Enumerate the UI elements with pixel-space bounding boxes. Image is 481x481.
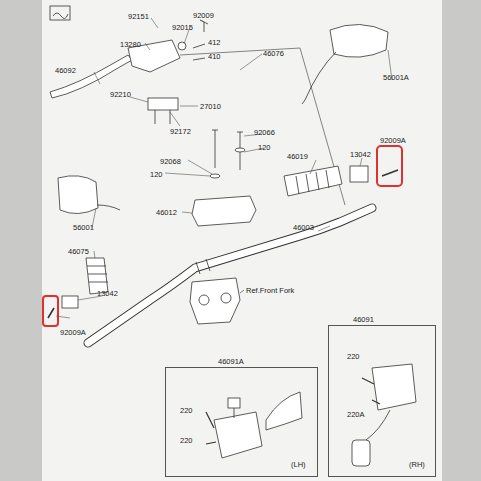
bar-end-weight: [350, 166, 368, 182]
clutch-lever: [50, 55, 132, 98]
fork-leader: [240, 290, 244, 293]
right-mirror-stem: [302, 52, 336, 104]
bar-knurl: [196, 259, 210, 274]
left-mirror-stem: [97, 205, 120, 210]
washer: [235, 148, 245, 152]
figure-icon: [50, 6, 70, 20]
bar-end-weight: [62, 296, 78, 308]
inset-panel: 46091A220220(LH): [165, 367, 318, 477]
assembly-leader: [180, 48, 345, 205]
bar-end-screw: [382, 170, 398, 176]
holder-clamp: [148, 98, 178, 110]
part-number: 56001: [73, 223, 94, 232]
part-number: 120: [258, 143, 271, 152]
assembly-number: 46091A: [216, 357, 246, 366]
part-number: 92009: [193, 11, 214, 20]
switch-lead: [234, 408, 235, 418]
grip-ribs: [296, 170, 329, 194]
part-number: 410: [208, 52, 221, 61]
part-number: 56001A: [383, 73, 409, 82]
washer: [210, 174, 220, 178]
part-number: 46075: [68, 247, 89, 256]
holder-plug: [178, 42, 186, 50]
switch-screw: [362, 378, 380, 404]
inset-panel: 46091220220A(RH): [328, 325, 436, 477]
part-number: 46003: [293, 223, 314, 232]
part-number: 92068: [160, 157, 181, 166]
right-mirror: [330, 24, 388, 57]
part-number: (LH): [291, 460, 306, 469]
holder-bolt: [193, 44, 205, 60]
reference-note: Ref.Front Fork: [246, 286, 294, 295]
left-grip: [86, 258, 108, 294]
paper-sheet: [42, 0, 442, 481]
part-number: 92009A: [380, 136, 406, 145]
switch-cable: [366, 410, 390, 440]
handlebar: [88, 208, 372, 343]
left-switch-housing: [214, 412, 262, 458]
part-number: 46076: [263, 49, 284, 58]
right-grip: [284, 166, 342, 196]
switch-plug: [352, 440, 370, 466]
figure-icon-mark: [53, 13, 68, 19]
upper-clamp: [192, 196, 256, 226]
fork-bore: [199, 295, 209, 305]
part-number: 46019: [287, 152, 308, 161]
part-number: 13042: [97, 289, 118, 298]
part-number: 412: [208, 38, 221, 47]
switch-lever: [266, 392, 302, 430]
part-number: 92066: [254, 128, 275, 137]
grip-ribs: [87, 266, 108, 282]
fork-clamp: [190, 278, 240, 324]
fork-bore: [221, 293, 231, 303]
switch-connector: [228, 398, 240, 408]
part-number: 220: [180, 406, 193, 415]
part-number: 220: [180, 436, 193, 445]
part-number: 92210: [110, 90, 131, 99]
left-mirror: [58, 176, 98, 214]
part-number: 46012: [156, 208, 177, 217]
part-number: 92009A: [60, 328, 86, 337]
part-number: 92015: [172, 23, 193, 32]
part-number: 92151: [128, 12, 149, 21]
clamp-bolts: [155, 110, 170, 124]
leader-line: [56, 18, 392, 318]
bolt: [212, 130, 218, 168]
part-number: (RH): [409, 460, 425, 469]
part-number: 13042: [350, 150, 371, 159]
highlight-box: [43, 296, 58, 326]
part-number: 92172: [170, 127, 191, 136]
handlebar-outline: [88, 208, 372, 343]
part-number: 120: [150, 170, 163, 179]
part-number: 13280: [120, 40, 141, 49]
part-number: 27010: [200, 102, 221, 111]
part-number: 46092: [55, 66, 76, 75]
assembly-number: 46091: [351, 315, 376, 324]
highlight-box: [377, 146, 402, 186]
switch-screw: [206, 412, 216, 444]
part-number: 220A: [347, 410, 365, 419]
part-number: 220: [347, 352, 360, 361]
bar-end-screw: [48, 308, 54, 318]
